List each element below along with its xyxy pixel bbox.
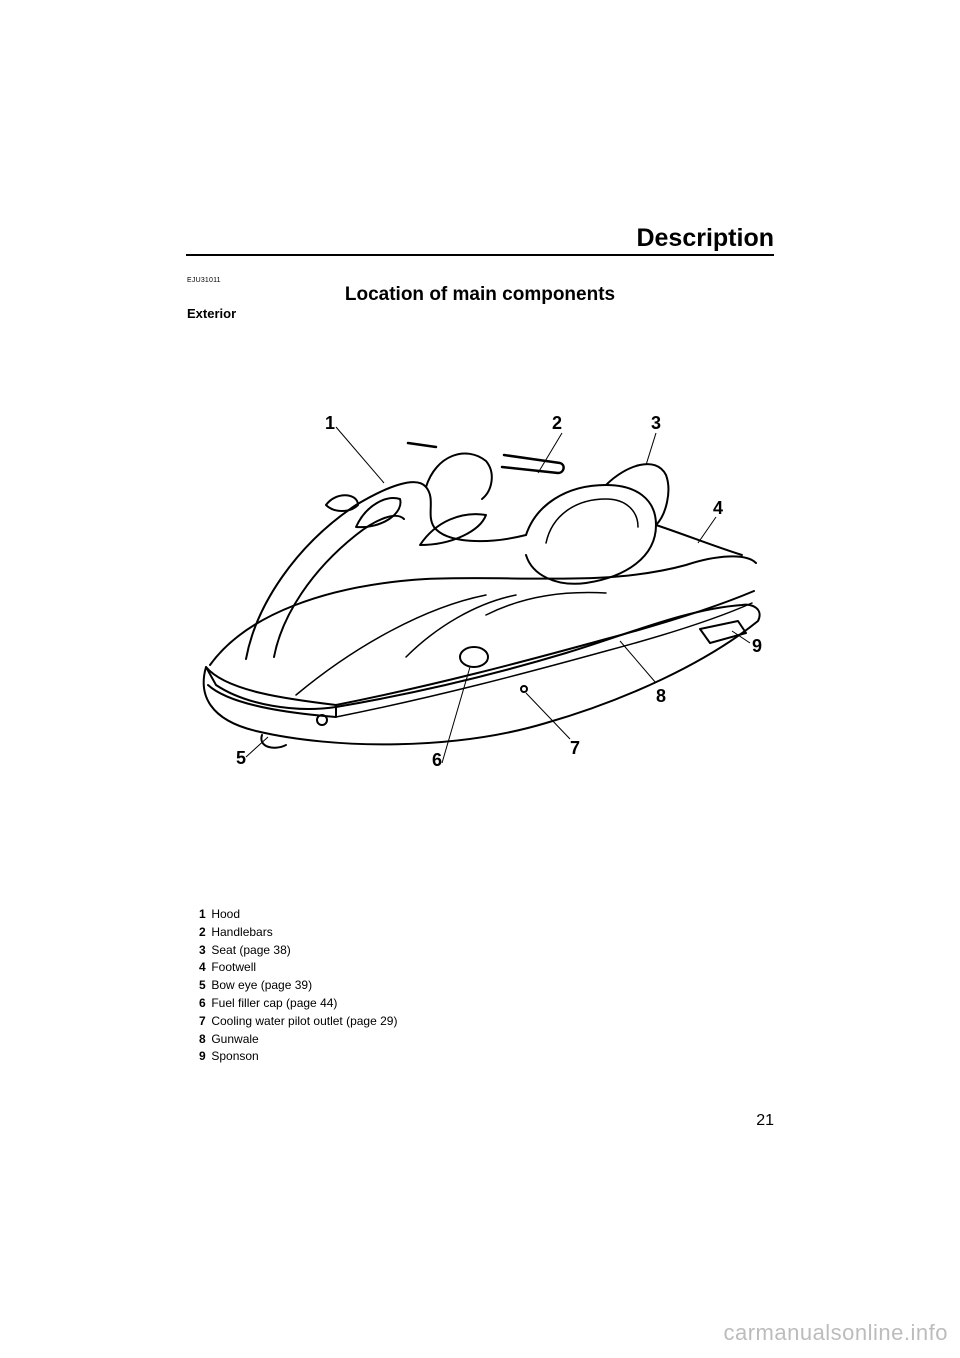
leader-5 (245, 736, 269, 758)
page-title: Description (636, 224, 774, 252)
leader-3 (645, 432, 657, 466)
legend-item: 5 Bow eye (page 39) (199, 977, 397, 995)
fuel-cap (459, 646, 489, 668)
component-legend: 1 Hood 2 Handlebars 3 Seat (page 38) 4 F… (199, 906, 397, 1066)
legend-number: 3 (199, 942, 206, 957)
callout-1: 1 (325, 413, 336, 433)
callout-5: 5 (236, 748, 247, 768)
legend-number: 1 (199, 907, 206, 921)
legend-item: 7 Cooling water pilot outlet (page 29) (199, 1013, 397, 1031)
deck-edge (209, 555, 757, 666)
legend-label: Cooling water pilot outlet (page 29) (211, 1013, 398, 1028)
seat-inner (545, 498, 639, 544)
cooling-outlet (520, 685, 528, 693)
callout-9: 9 (752, 636, 763, 656)
legend-item: 8 Gunwale (199, 1031, 397, 1049)
leader-2 (537, 432, 563, 474)
callout-7: 7 (570, 738, 581, 758)
handlebar-grip (500, 453, 565, 475)
doc-code: EJU31011 (187, 277, 221, 284)
legend-label: Sponson (211, 1049, 259, 1064)
legend-item: 6 Fuel filler cap (page 44) (199, 995, 397, 1013)
leader-9 (731, 630, 751, 644)
nav-light (316, 714, 328, 726)
footwell (655, 524, 743, 556)
hood-inner (273, 514, 405, 658)
callout-8: 8 (656, 686, 667, 706)
legend-number: 2 (199, 924, 206, 939)
bow-front (205, 666, 337, 718)
legend-label: Bow eye (page 39) (211, 978, 313, 993)
leader-7 (525, 692, 571, 740)
legend-number: 8 (199, 1031, 206, 1046)
sponson (699, 620, 747, 644)
callout-3: 3 (651, 413, 662, 433)
page-number: 21 (756, 1112, 774, 1129)
side-swoop-3 (485, 591, 607, 616)
legend-item: 4 Footwell (199, 959, 397, 977)
hood-vent (355, 497, 402, 529)
watermark-text: carmanualsonline.info (723, 1320, 948, 1345)
side-swoop-2 (405, 594, 517, 658)
leader-1 (335, 426, 385, 484)
legend-label: Footwell (211, 960, 257, 975)
legend-number: 4 (199, 960, 206, 975)
mirror-left (325, 494, 359, 512)
legend-number: 5 (199, 978, 206, 993)
callout-4: 4 (713, 498, 724, 518)
seat-rear (605, 463, 670, 526)
handlebar-left (406, 441, 438, 449)
side-swoop-1 (295, 594, 487, 696)
watercraft-drawing (202, 426, 761, 764)
subsection-title: Exterior (187, 306, 237, 321)
legend-number: 9 (199, 1049, 206, 1064)
leader-8 (619, 640, 657, 684)
legend-label: Handlebars (211, 924, 273, 939)
callout-2: 2 (552, 413, 563, 433)
section-title: Location of main components (344, 284, 616, 305)
legend-item: 3 Seat (page 38) (199, 942, 397, 960)
legend-number: 6 (199, 995, 206, 1010)
bow-eye (260, 734, 287, 749)
watercraft-illustration: 1 2 3 4 5 6 7 8 9 (186, 395, 774, 815)
legend-number: 7 (199, 1013, 206, 1028)
leader-4 (697, 516, 717, 544)
legend-label: Seat (page 38) (211, 942, 291, 957)
gunwale-line (335, 590, 755, 706)
header-rule (186, 254, 774, 256)
legend-label: Hood (211, 907, 241, 921)
hood-accent (419, 513, 487, 546)
leader-6 (441, 666, 471, 764)
callout-6: 6 (432, 750, 443, 770)
legend-label: Gunwale (211, 1031, 259, 1046)
legend-item: 2 Handlebars (199, 924, 397, 942)
handlebar-column (425, 452, 493, 500)
page-header: Description (186, 222, 774, 258)
legend-item: 9 Sponson (199, 1048, 397, 1066)
hull-outline (202, 603, 761, 746)
legend-item: 1 Hood (199, 906, 397, 924)
gunwale-stripe (335, 602, 753, 718)
hood-shape (245, 481, 527, 660)
legend-label: Fuel filler cap (page 44) (211, 995, 338, 1010)
